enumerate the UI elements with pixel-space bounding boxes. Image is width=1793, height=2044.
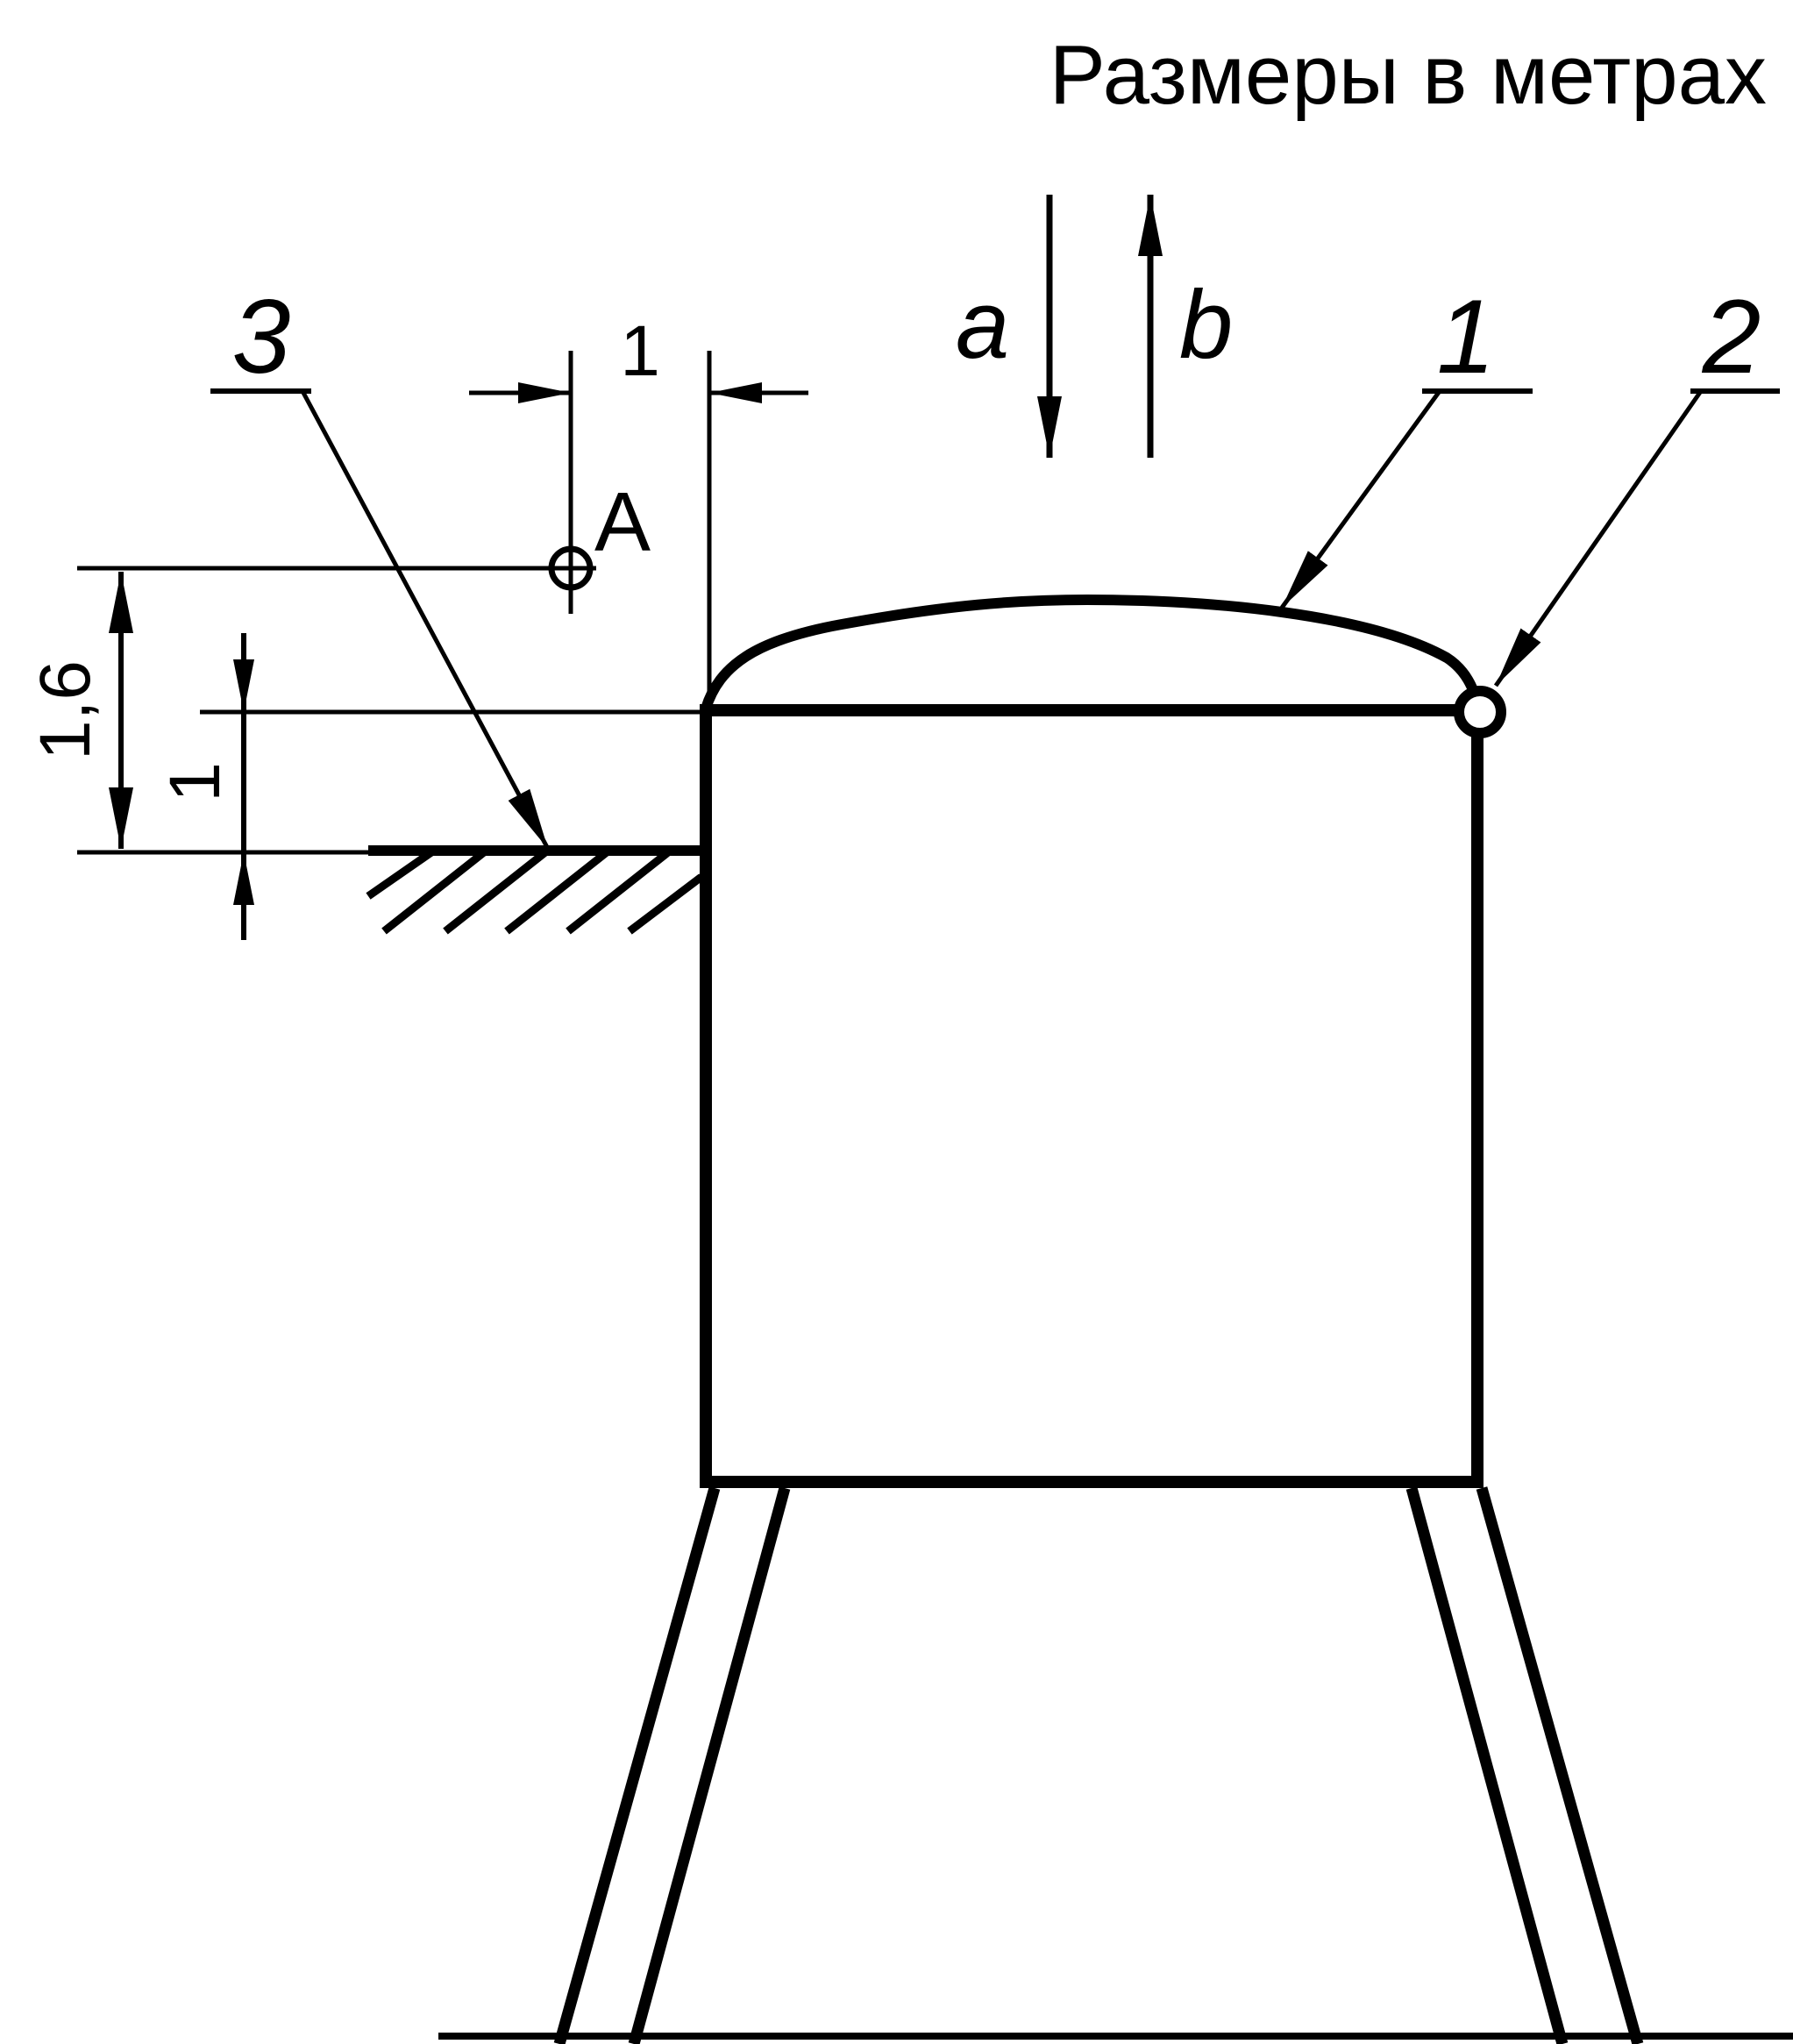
- dimension-label-height-total: 1,6: [25, 660, 105, 760]
- callout-number-1: 1: [1437, 278, 1496, 395]
- direction-label-a: a: [956, 271, 1009, 379]
- tank-dome: [701, 594, 1485, 710]
- callout-number-3: 3: [232, 278, 291, 395]
- dimension-label-height-small: 1: [155, 762, 235, 802]
- dimension-label-horizontal: 1: [620, 311, 660, 391]
- callout-leader-3: [300, 389, 551, 851]
- callout-leader-1: [1279, 389, 1442, 609]
- point-a-label: A: [594, 475, 651, 569]
- support-leg-left-outer: [553, 1486, 721, 2044]
- callout-number-2: 2: [1702, 278, 1761, 395]
- caption-units: Размеры в метрах: [1049, 28, 1767, 122]
- callout-leader-2: [1493, 389, 1704, 687]
- tank-body: [700, 704, 1483, 1488]
- platform-floor: [366, 845, 707, 935]
- support-leg-left-inner: [628, 1486, 791, 2044]
- direction-label-b: b: [1179, 271, 1233, 379]
- support-leg-right-inner: [1405, 1486, 1569, 2044]
- support-leg-right-outer: [1476, 1486, 1644, 2044]
- edge-ring: [1454, 686, 1506, 738]
